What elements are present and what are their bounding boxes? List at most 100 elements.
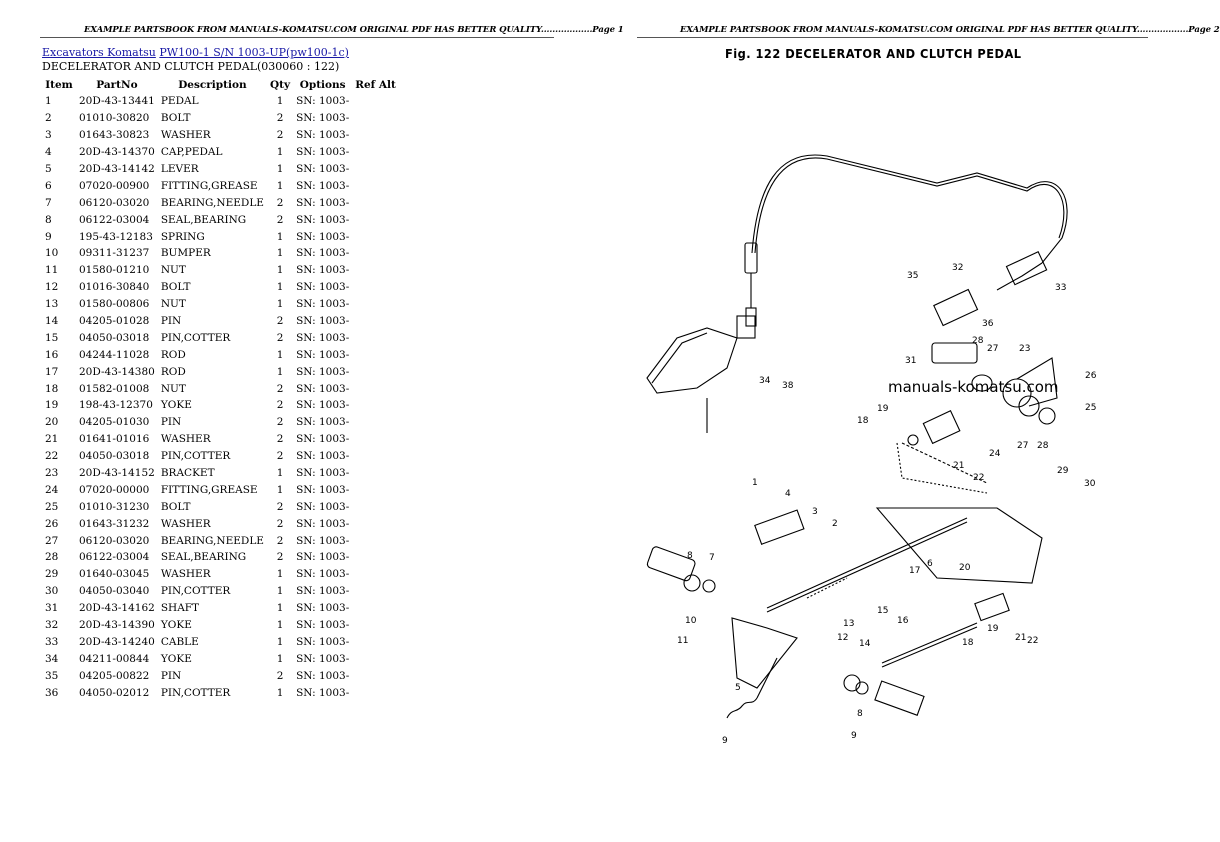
cell-item: 14 bbox=[45, 315, 59, 328]
cell-description: LEVER bbox=[160, 163, 199, 175]
cell-refalt bbox=[352, 194, 399, 211]
cell-refalt bbox=[352, 296, 399, 313]
cell-item: 5 bbox=[45, 163, 52, 175]
cell-item: 30 bbox=[45, 585, 59, 598]
cell-options: SN: 1003- bbox=[296, 298, 350, 311]
cell-partno: 04244-11028 bbox=[79, 348, 150, 361]
watermark: manuals-komatsu.com bbox=[888, 378, 1059, 396]
callout-label: 19 bbox=[877, 404, 889, 414]
cell-item: 26 bbox=[45, 517, 59, 530]
cell-description: YOKE bbox=[160, 399, 192, 412]
cell-item: 9 bbox=[45, 230, 52, 243]
cell-options: SN: 1003- bbox=[296, 129, 350, 142]
cable-end-right bbox=[1005, 251, 1048, 286]
cell-refalt bbox=[352, 667, 399, 684]
cell-refalt bbox=[352, 431, 399, 448]
cell-options: SN: 1003- bbox=[296, 568, 350, 581]
callout-label: 11 bbox=[677, 636, 688, 646]
cell-partno: 20D-43-14380 bbox=[79, 365, 155, 378]
cell-qty: 1 bbox=[276, 619, 284, 632]
cell-refalt bbox=[352, 161, 399, 178]
cell-description: BUMPER bbox=[160, 247, 211, 260]
cell-qty: 2 bbox=[276, 433, 284, 446]
cell-qty: 2 bbox=[276, 416, 284, 429]
callout-label: 23 bbox=[1019, 344, 1030, 354]
cell-options: SN: 1003- bbox=[296, 331, 350, 344]
callout-label: 3 bbox=[812, 507, 818, 517]
cell-partno: 04050-03018 bbox=[79, 450, 150, 463]
page1-header: EXAMPLE PARTSBOOK FROM MANUALS-KOMATSU.C… bbox=[84, 25, 624, 35]
callout-label: 1 bbox=[752, 478, 758, 488]
cell-qty: 1 bbox=[276, 686, 284, 699]
cell-options: SN: 1003- bbox=[296, 585, 350, 598]
callout-label: 32 bbox=[952, 263, 963, 273]
page1-header-rule bbox=[40, 37, 554, 38]
cell-qty: 2 bbox=[276, 551, 284, 564]
cell-item: 16 bbox=[45, 348, 59, 361]
cell-options: SN: 1003- bbox=[296, 467, 350, 480]
col-partno: PartNo bbox=[96, 78, 138, 91]
cell-partno: 01643-30823 bbox=[79, 129, 150, 142]
cell-qty: 1 bbox=[276, 95, 284, 108]
cell-item: 27 bbox=[45, 534, 59, 547]
cell-partno: 09311-31237 bbox=[79, 247, 150, 260]
cell-description: YOKE bbox=[160, 619, 192, 632]
cell-qty: 2 bbox=[276, 534, 284, 547]
cell-partno: 20D-43-14390 bbox=[79, 619, 155, 632]
callout-label: 13 bbox=[843, 619, 854, 629]
callout-label: 30 bbox=[1084, 479, 1096, 489]
cell-refalt bbox=[352, 583, 399, 600]
cell-qty: 1 bbox=[276, 365, 284, 378]
cell-item: 6 bbox=[45, 179, 52, 192]
cell-options: SN: 1003- bbox=[296, 416, 350, 429]
cell-qty: 2 bbox=[276, 517, 284, 530]
callout-label: 5 bbox=[735, 683, 741, 693]
cell-item: 13 bbox=[45, 298, 59, 311]
page2-header-rule bbox=[637, 37, 1148, 38]
cell-options: SN: 1003- bbox=[296, 365, 350, 378]
cell-description: PIN bbox=[160, 416, 182, 429]
figure-title: Fig. 122 DECELERATOR AND CLUTCH PEDAL bbox=[725, 47, 1022, 61]
cell-options: SN: 1003- bbox=[296, 196, 350, 209]
cell-item: 31 bbox=[45, 602, 59, 615]
callout-label: 36 bbox=[982, 319, 994, 329]
cell-partno: 06122-03004 bbox=[79, 213, 150, 226]
callout-label: 15 bbox=[877, 606, 888, 616]
cell-description: ROD bbox=[160, 365, 186, 378]
cell-item: 3 bbox=[45, 129, 52, 142]
cell-partno: 01580-01210 bbox=[79, 264, 150, 277]
breadcrumb-link-model[interactable]: PW100-1 S/N 1003-UP(pw100-1c) bbox=[159, 46, 349, 59]
cell-options: SN: 1003- bbox=[296, 686, 350, 699]
callout-label: 35 bbox=[907, 271, 918, 281]
cell-description: PIN bbox=[160, 669, 182, 682]
callout-label: 34 bbox=[759, 376, 771, 386]
cell-refalt bbox=[352, 634, 399, 651]
cell-description: NUT bbox=[160, 298, 186, 311]
cell-partno: 06120-03020 bbox=[79, 196, 150, 209]
cell-description: WASHER bbox=[160, 517, 211, 530]
cell-partno: 01010-30820 bbox=[79, 112, 150, 125]
pedal bbox=[731, 617, 798, 689]
cell-description: YOKE bbox=[160, 652, 192, 665]
cell-description: BOLT bbox=[160, 500, 191, 513]
cell-item: 22 bbox=[45, 450, 59, 463]
cell-options: SN: 1003- bbox=[296, 551, 350, 564]
cell-refalt bbox=[352, 110, 399, 127]
cell-refalt bbox=[352, 329, 399, 346]
cell-refalt bbox=[352, 532, 399, 549]
breadcrumb-link-category[interactable]: Excavators Komatsu bbox=[42, 46, 156, 59]
cell-refalt bbox=[352, 600, 399, 617]
